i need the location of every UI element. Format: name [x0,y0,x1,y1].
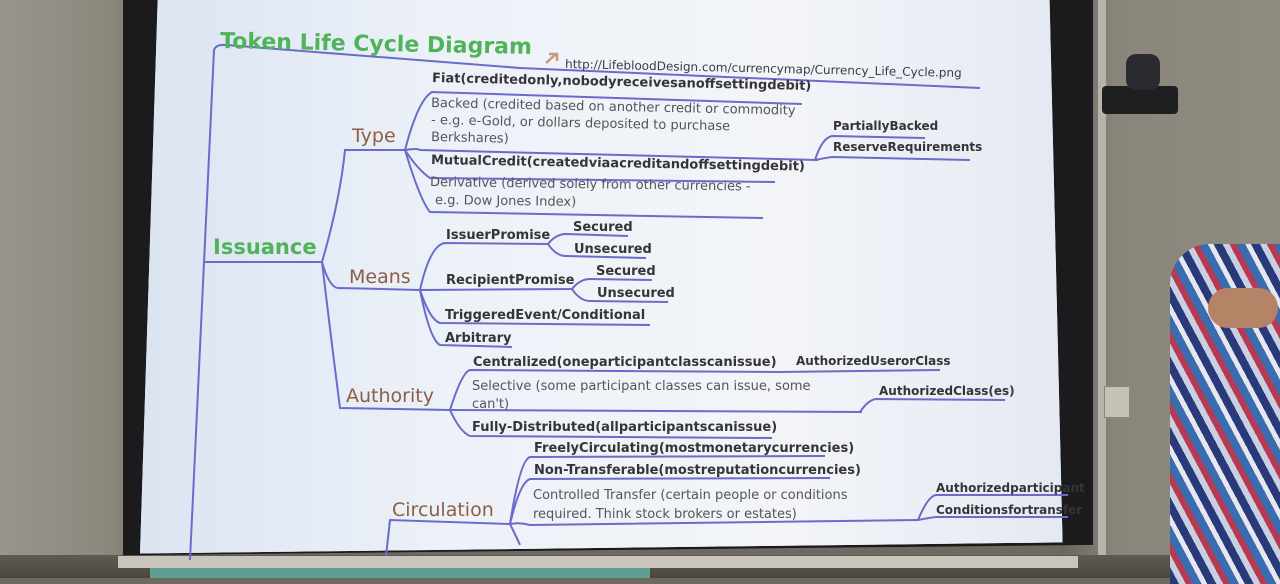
line-unsecured-2 [571,288,669,303]
means-arbitrary: Arbitrary [445,331,512,346]
means-issuer-promise: IssuerPromise [446,228,550,243]
type-mutual-credit: MutualCredit(createdviaacreditandoffsett… [431,153,805,175]
line-reserve [814,155,971,161]
screen-bottom-bar [118,556,1078,568]
wall-socket [1104,386,1130,418]
type-derivative-line2: e.g. Dow Jones Index) [435,193,576,210]
means-secured-2: Secured [596,264,656,279]
line-secured-1 [547,232,629,245]
authority-authorized-classes: AuthorizedClass(es) [879,384,1015,398]
line-controlled [509,519,919,527]
link-arrow-icon [545,52,559,64]
means-triggered: TriggeredEvent/Conditional [445,308,645,323]
circulation-authorized-participant: Authorizedparticipant [936,481,1085,495]
circulation-non-transferable: Non-Transferable(mostreputationcurrencie… [534,463,861,478]
means-secured-1: Secured [573,220,633,235]
node-circulation: Circulation [392,499,494,521]
type-partially-backed: PartiallyBacked [833,119,938,133]
branch-means [321,261,421,291]
line-partially [814,134,926,161]
line-authorized-classes [859,397,1006,413]
line-centralized [449,368,941,411]
type-backed-line2: - e.g. e-Gold, or dollars deposited to p… [431,113,730,134]
means-recipient-promise: RecipientPromise [446,273,575,288]
camera-mount [1102,86,1178,114]
line-selective [449,409,863,413]
branch-authority [321,261,451,411]
line-mutual [404,149,776,183]
url-underline [519,67,981,89]
circulation-freely: FreelyCirculating(mostmonetarycurrencies… [534,441,854,456]
means-unsecured-1: Unsecured [574,242,652,257]
authority-selective-line1: Selective (some participant classes can … [472,379,811,394]
presenter-hand [1208,288,1278,328]
node-type: Type [351,125,396,147]
diagram-title: Token Life Cycle Diagram [220,29,532,60]
line-arbitrary [419,289,513,348]
type-reserve-requirements: ReserveRequirements [833,140,982,154]
line-cut-off [509,523,521,546]
authority-authorized-user: AuthorizedUserorClass [796,354,951,368]
authority-centralized: Centralized(oneparticipantclasscanissue) [473,355,777,370]
line-backed [404,148,819,161]
line-conditions-transfer [917,516,1068,521]
authority-selective-line2: can't) [472,397,509,412]
line-freely [509,455,826,525]
branch-type [321,149,405,263]
node-means: Means [349,266,411,288]
line-authorized-participant [917,494,1068,521]
line-derivative [404,149,764,219]
wall-conduit [1098,0,1106,578]
circulation-conditions-transfer: Conditionsfortransfer [936,503,1082,517]
trunk-line [189,43,521,561]
type-backed-line3: Berkshares) [431,130,509,147]
line-fiat [404,90,803,151]
projection-screen-surface [140,0,1063,554]
node-authority: Authority [346,385,434,407]
line-recipient-promise [419,288,573,291]
line-issuer-promise [419,241,549,291]
type-derivative-line1: Derivative (derived solely from other cu… [430,175,751,194]
line-non-transferable [509,477,831,525]
authority-fully-distributed: Fully-Distributed(allparticipantscanissu… [472,420,777,435]
circulation-controlled-line1: Controlled Transfer (certain people or c… [533,488,848,503]
means-unsecured-2: Unsecured [597,286,675,301]
security-camera [1126,54,1160,90]
line-unsecured-1 [547,243,647,259]
node-issuance: Issuance [213,235,317,259]
line-fully-distributed [449,409,773,439]
line-secured-2 [571,277,653,290]
circulation-controlled-line2: required. Think stock brokers or estates… [533,507,797,522]
branch-circulation [385,518,511,557]
